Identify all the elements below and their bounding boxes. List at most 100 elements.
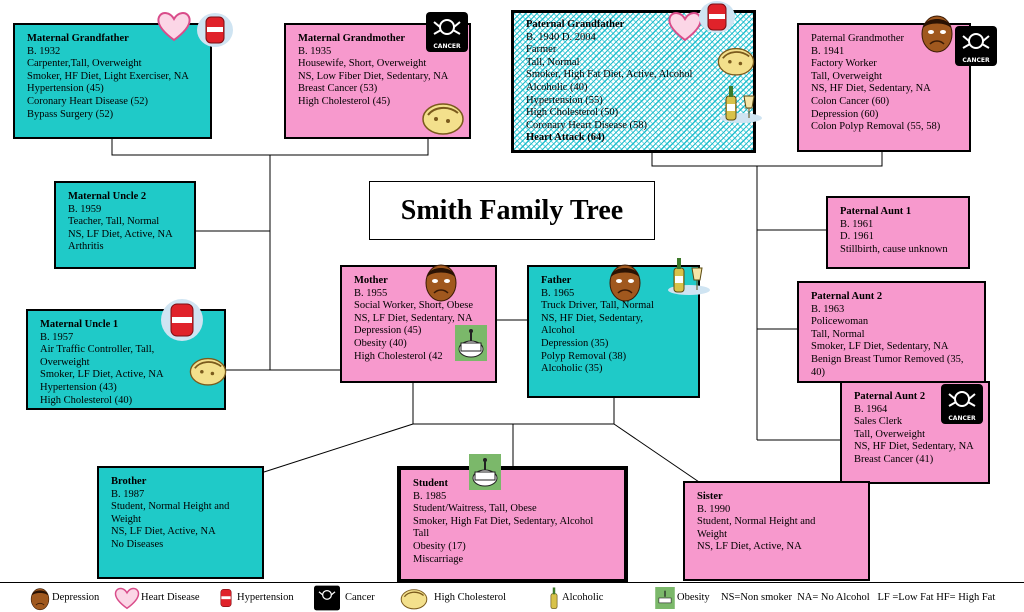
cancer-icon-label: CANCER xyxy=(948,415,976,422)
info-line: Farmer xyxy=(526,44,557,56)
info-line: B. 1957 xyxy=(40,331,74,343)
info-line: Tall, Overweight xyxy=(854,428,925,440)
depression-icon xyxy=(30,587,50,610)
hypertension-icon xyxy=(699,1,735,33)
info-line: Tall, Normal xyxy=(526,56,580,68)
info-line: Polyp Removal (38) xyxy=(541,350,627,362)
legend-label: Cancer xyxy=(345,592,375,603)
legend: Depression Heart Disease Hypertension Ca… xyxy=(0,582,1024,612)
maternal-grandfather-card: Maternal Grandfather B. 1932 Carpenter,T… xyxy=(13,23,212,139)
cancer-icon: CANCER xyxy=(955,26,997,66)
info-line: Obesity (17) xyxy=(413,540,466,552)
heart-icon xyxy=(157,12,191,42)
info-line: Coronary Heart Disease (58) xyxy=(526,119,647,131)
info-line: Factory Worker xyxy=(811,58,877,70)
info-line: NS, LF Diet, Active, NA xyxy=(68,228,173,240)
info-line: Weight xyxy=(111,513,142,525)
info-line: Sales Clerk xyxy=(854,416,903,428)
info-line: Breast Cancer (53) xyxy=(298,83,378,95)
hypertension-icon xyxy=(220,588,232,607)
person-name: Maternal Uncle 2 xyxy=(68,191,147,202)
info-line: NS, Low Fiber Diet, Sedentary, NA xyxy=(298,70,449,82)
info-line: B. 1987 xyxy=(111,488,145,500)
obesity-icon xyxy=(469,454,501,490)
obesity-icon xyxy=(455,325,487,361)
legend-item-alcoholic: Alcoholic xyxy=(546,583,603,612)
person-name: Maternal Grandfather xyxy=(27,33,129,44)
person-name: Paternal Grandfather xyxy=(526,19,625,30)
person-name: Maternal Uncle 1 xyxy=(40,319,119,330)
person-name: Paternal Aunt 2 xyxy=(854,391,926,402)
person-name: Mother xyxy=(354,275,388,286)
person-name: Brother xyxy=(111,476,147,487)
info-line: No Diseases xyxy=(111,538,164,550)
info-line: Smoker, HF Diet, Light Exerciser, NA xyxy=(27,70,189,82)
info-line: Coronary Heart Disease (52) xyxy=(27,95,148,107)
info-line: Smoker, LF Diet, Active, NA xyxy=(40,369,164,381)
info-line: Miscarriage xyxy=(413,553,464,565)
info-line: Weight xyxy=(697,528,728,540)
info-line: NS, HF Diet, Sedentary, NA xyxy=(854,441,974,453)
brother-card: Brother B. 1987 Student, Normal Height a… xyxy=(97,466,264,579)
info-line: NS, HF Diet, Sedentary, NA xyxy=(811,83,931,95)
info-line: D. 1961 xyxy=(840,231,874,243)
info-line: Hypertension (55) xyxy=(526,94,603,106)
info-line: Arthritis xyxy=(68,241,104,253)
info-line: Obesity (40) xyxy=(354,337,407,349)
info-line: NS, LF Diet, Sedentary, NA xyxy=(354,312,473,324)
info-line: Alcohol xyxy=(541,325,575,337)
person-name: Father xyxy=(541,275,572,286)
info-line: Smoker, High Fat Diet, Sedentary, Alcoho… xyxy=(413,515,594,527)
cancer-icon-label: CANCER xyxy=(962,57,990,64)
legend-item-heart-disease: Heart Disease xyxy=(113,583,200,612)
cancer-icon: CANCER xyxy=(941,384,983,424)
paternal-grandfather-card: Paternal Grandfather B. 1940 D. 2004 Far… xyxy=(511,10,756,153)
heart-icon xyxy=(114,587,140,609)
info-line: Carpenter,Tall, Overweight xyxy=(27,58,142,70)
legend-label: Heart Disease xyxy=(141,592,200,603)
cancer-icon xyxy=(314,585,340,610)
mother-card: Mother B. 1955 Social Worker, Short, Obe… xyxy=(340,265,497,383)
info-line: B. 1932 xyxy=(27,45,61,57)
info-line: Hypertension (43) xyxy=(40,381,117,393)
info-line: B. 1955 xyxy=(354,287,388,299)
legend-item-hypertension: Hypertension xyxy=(215,583,294,612)
alcoholic-icon xyxy=(668,258,710,295)
legend-label: Hypertension xyxy=(237,592,294,603)
legend-label: High Cholesterol xyxy=(434,592,507,603)
info-line: Breast Cancer (41) xyxy=(854,453,934,465)
info-line: Depression (60) xyxy=(811,108,879,120)
person-name: Paternal Aunt 2 xyxy=(811,291,883,302)
info-line: Student, Normal Height and xyxy=(697,516,816,528)
info-line: Smoker, LF Diet, Sedentary, NA xyxy=(811,341,949,353)
info-line: Tall xyxy=(413,528,430,540)
info-line: B. 1961 xyxy=(840,218,874,230)
depression-icon xyxy=(609,264,641,302)
alcoholic-icon xyxy=(720,86,762,123)
legend-label: Alcoholic xyxy=(562,592,604,603)
person-name: Maternal Grandmother xyxy=(298,33,406,44)
info-line: Stillbirth, cause unknown xyxy=(840,243,948,255)
info-line: B. 1963 xyxy=(811,303,845,315)
legend-label: Depression xyxy=(52,592,100,603)
info-line: Alcoholic (35) xyxy=(541,363,603,375)
info-line: Depression (35) xyxy=(541,337,609,349)
info-line: Air Traffic Controller, Tall, xyxy=(40,344,155,356)
person-name: Student xyxy=(413,478,449,489)
info-line: Social Worker, Short, Obese xyxy=(354,300,473,312)
info-line: B. 1959 xyxy=(68,203,102,215)
info-line: B. 1965 xyxy=(541,287,575,299)
depression-icon xyxy=(425,264,457,302)
person-name: Paternal Grandmother xyxy=(811,33,905,44)
hypertension-icon xyxy=(161,299,203,341)
paternal-aunt-2-sales-clerk-card: Paternal Aunt 2 B. 1964 Sales Clerk Tall… xyxy=(840,381,990,484)
info-line: B. 1985 xyxy=(413,490,447,502)
info-line: Student/Waitress, Tall, Obese xyxy=(413,503,537,515)
obesity-icon xyxy=(655,586,675,609)
info-line: B. 1935 xyxy=(298,45,332,57)
info-line: Tall, Normal xyxy=(811,328,865,340)
info-line: B. 1990 xyxy=(697,503,731,515)
info-line: High Cholesterol (45) xyxy=(298,95,391,107)
info-line: Colon Polyp Removal (55, 58) xyxy=(811,121,941,133)
